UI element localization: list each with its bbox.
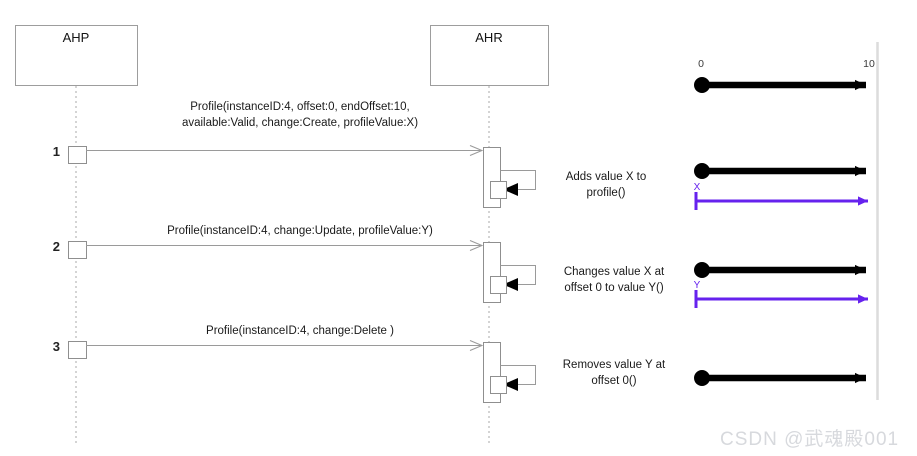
message-number-2: 2 [52,239,60,254]
lifeline-label-ahp: AHP [62,30,90,45]
timeline-purple-label-x: X [693,182,701,193]
timeline-purple-label-y: Y [693,280,701,291]
message-label-1-line1: Profile(instanceID:4, offset:0, endOffse… [190,101,410,113]
activation-ahp-2 [68,241,87,259]
self-message-note-3-line1: Removes value Y at [562,359,666,371]
message-3-group [68,341,536,403]
self-message-path-1 [500,170,536,190]
message-number-3: 3 [52,339,60,354]
self-message-note-3-line2: offset 0() [591,375,637,387]
message-label-3-line1: Profile(instanceID:4, change:Delete ) [206,325,394,337]
message-label-1-line2: available:Valid, change:Create, profileV… [181,117,419,129]
message-label-2-line1: Profile(instanceID:4, change:Update, pro… [167,225,433,237]
message-2-group [68,241,536,303]
activation-ahr-nested-2 [490,276,507,294]
self-message-path-3 [500,365,536,385]
activation-ahr-nested-3 [490,376,507,394]
timeline-end-tick-label: 10 [863,58,875,70]
self-message-note-2-line2: offset 0 to value Y() [564,282,664,294]
lifeline-header-ahr [430,25,549,86]
timeline-start-tick-label: 0 [698,58,704,70]
self-message-note-2-line1: Changes value X at [563,266,665,278]
self-message-arrowhead-2 [503,278,518,291]
self-message-note-1-line1: Adds value X to [565,171,647,183]
self-message-arrowhead-3 [503,378,518,391]
message-1-group [68,146,536,208]
watermark-text: CSDN @武魂殿001 [720,429,900,450]
activation-ahp-1 [68,146,87,164]
timeline-track-after-update [694,262,868,308]
timeline-track-initial [694,77,866,93]
lifeline-header-ahp [15,25,138,86]
self-message-note-1-line2: profile() [586,187,626,199]
lifeline-label-ahr: AHR [475,30,503,45]
timeline-track-after-delete [694,370,866,386]
activation-ahp-3 [68,341,87,359]
self-message-path-2 [500,265,536,285]
message-number-1: 1 [52,144,60,159]
activation-ahr-nested-1 [490,181,507,199]
timeline-track-after-create [694,163,868,210]
self-message-arrowhead-1 [503,183,518,196]
